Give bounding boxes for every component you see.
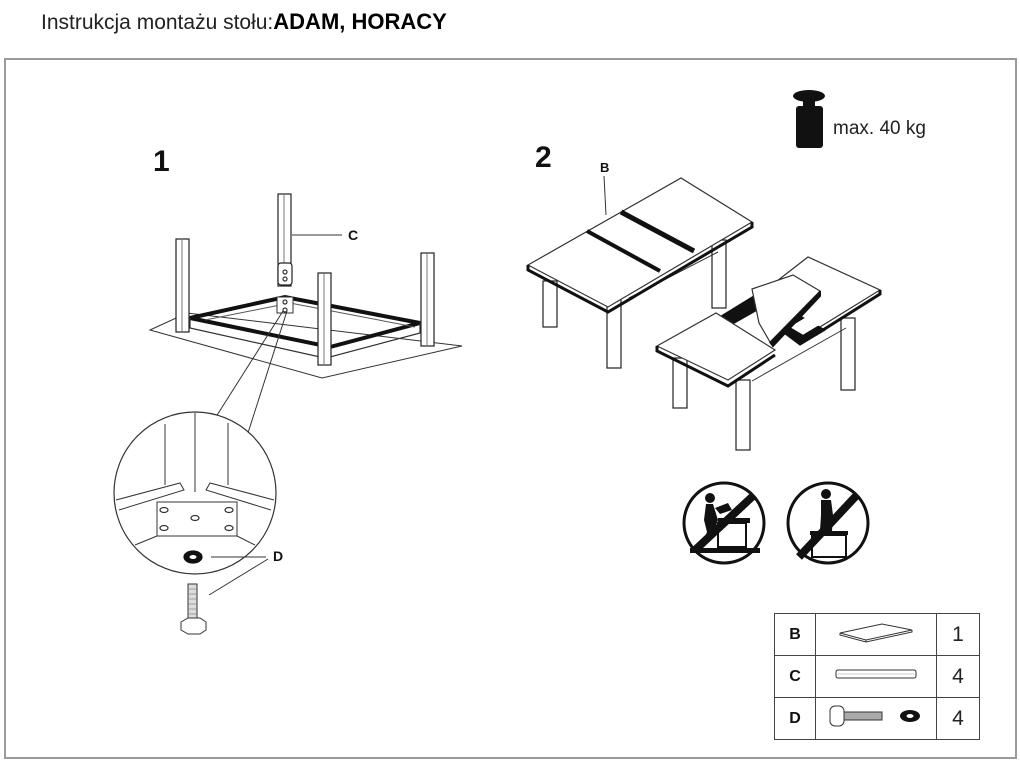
part-quantity: 1 (936, 613, 980, 656)
bolt-washer-icon (829, 705, 920, 727)
instruction-frame (4, 58, 1017, 759)
board-icon (839, 623, 913, 643)
model-names: ADAM, HORACY (273, 9, 447, 34)
leg-c (277, 193, 293, 287)
floor-shadow (148, 312, 463, 379)
part-code: D (774, 697, 816, 740)
part-quantity: 4 (936, 655, 980, 698)
part-image (815, 613, 937, 656)
part-label-d: D (273, 548, 284, 564)
table-leg (420, 252, 435, 347)
no-standing-icon (786, 481, 870, 565)
leader-line-b (603, 175, 607, 216)
parts-list-table: B 1 C 4 D 4 (774, 613, 980, 740)
no-climbing-icon (682, 481, 766, 565)
part-image (815, 697, 937, 740)
step-number-2: 2 (535, 141, 552, 174)
parts-row: C 4 (774, 655, 980, 698)
table-leg (317, 272, 332, 366)
part-label-c: C (348, 227, 359, 243)
step-number-1: 1 (153, 145, 170, 178)
corner-bracket (276, 296, 294, 314)
bolt (180, 583, 207, 635)
part-label-b: B (600, 160, 610, 175)
parts-row: B 1 (774, 613, 980, 656)
table-leg (175, 238, 190, 333)
table-leg (672, 357, 688, 409)
table-leg (840, 317, 856, 391)
weight-icon (793, 90, 825, 148)
table-leg (735, 379, 751, 451)
step-2-table-drawing (526, 175, 882, 451)
part-code: C (774, 655, 816, 698)
parts-row: D 4 (774, 697, 980, 740)
document-title: Instrukcja montażu stołu:ADAM, HORACY (41, 9, 447, 35)
part-code: B (774, 613, 816, 656)
table-leg (542, 280, 558, 328)
max-load-text: max. 40 kg (833, 118, 926, 139)
title-prefix: Instrukcja montażu stołu: (41, 11, 274, 34)
step-1-frame-drawing (113, 193, 463, 635)
detail-magnifier (113, 411, 277, 575)
part-quantity: 4 (936, 697, 980, 740)
part-image (815, 655, 937, 698)
leg-icon (835, 669, 917, 679)
